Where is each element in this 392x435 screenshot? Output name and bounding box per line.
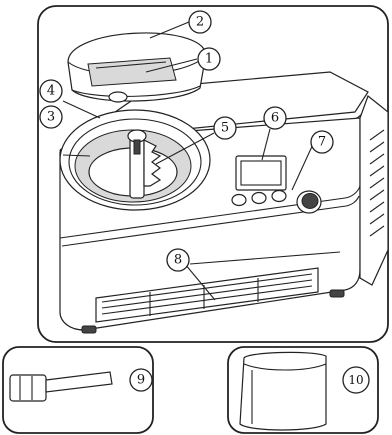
callout-2: 2 [189,11,211,33]
svg-text:6: 6 [271,111,279,126]
control-button-2 [252,193,266,204]
callout-6: 6 [264,107,286,129]
machine-foot-right [330,290,344,297]
machine-foot-left [82,326,96,333]
svg-text:4: 4 [47,84,55,99]
svg-text:2: 2 [196,15,204,30]
callout-8: 8 [167,249,189,271]
callout-7: 7 [311,131,333,153]
control-button-3 [272,191,286,202]
svg-text:7: 7 [318,135,326,150]
callout-9: 9 [130,369,152,391]
control-button-1 [232,195,246,206]
svg-text:1: 1 [205,52,213,67]
bowl-accessory-sketch [240,352,326,430]
svg-text:10: 10 [348,373,363,387]
callout-10: 10 [343,367,369,393]
callout-4: 4 [40,80,62,102]
svg-text:8: 8 [174,253,182,268]
svg-text:9: 9 [137,373,145,388]
callout-1: 1 [198,48,220,70]
svg-text:3: 3 [47,110,55,125]
power-knob-inner [302,194,318,209]
callout-3: 3 [40,106,62,128]
lid [68,33,206,102]
callout-5: 5 [214,117,236,139]
svg-text:5: 5 [221,121,229,136]
